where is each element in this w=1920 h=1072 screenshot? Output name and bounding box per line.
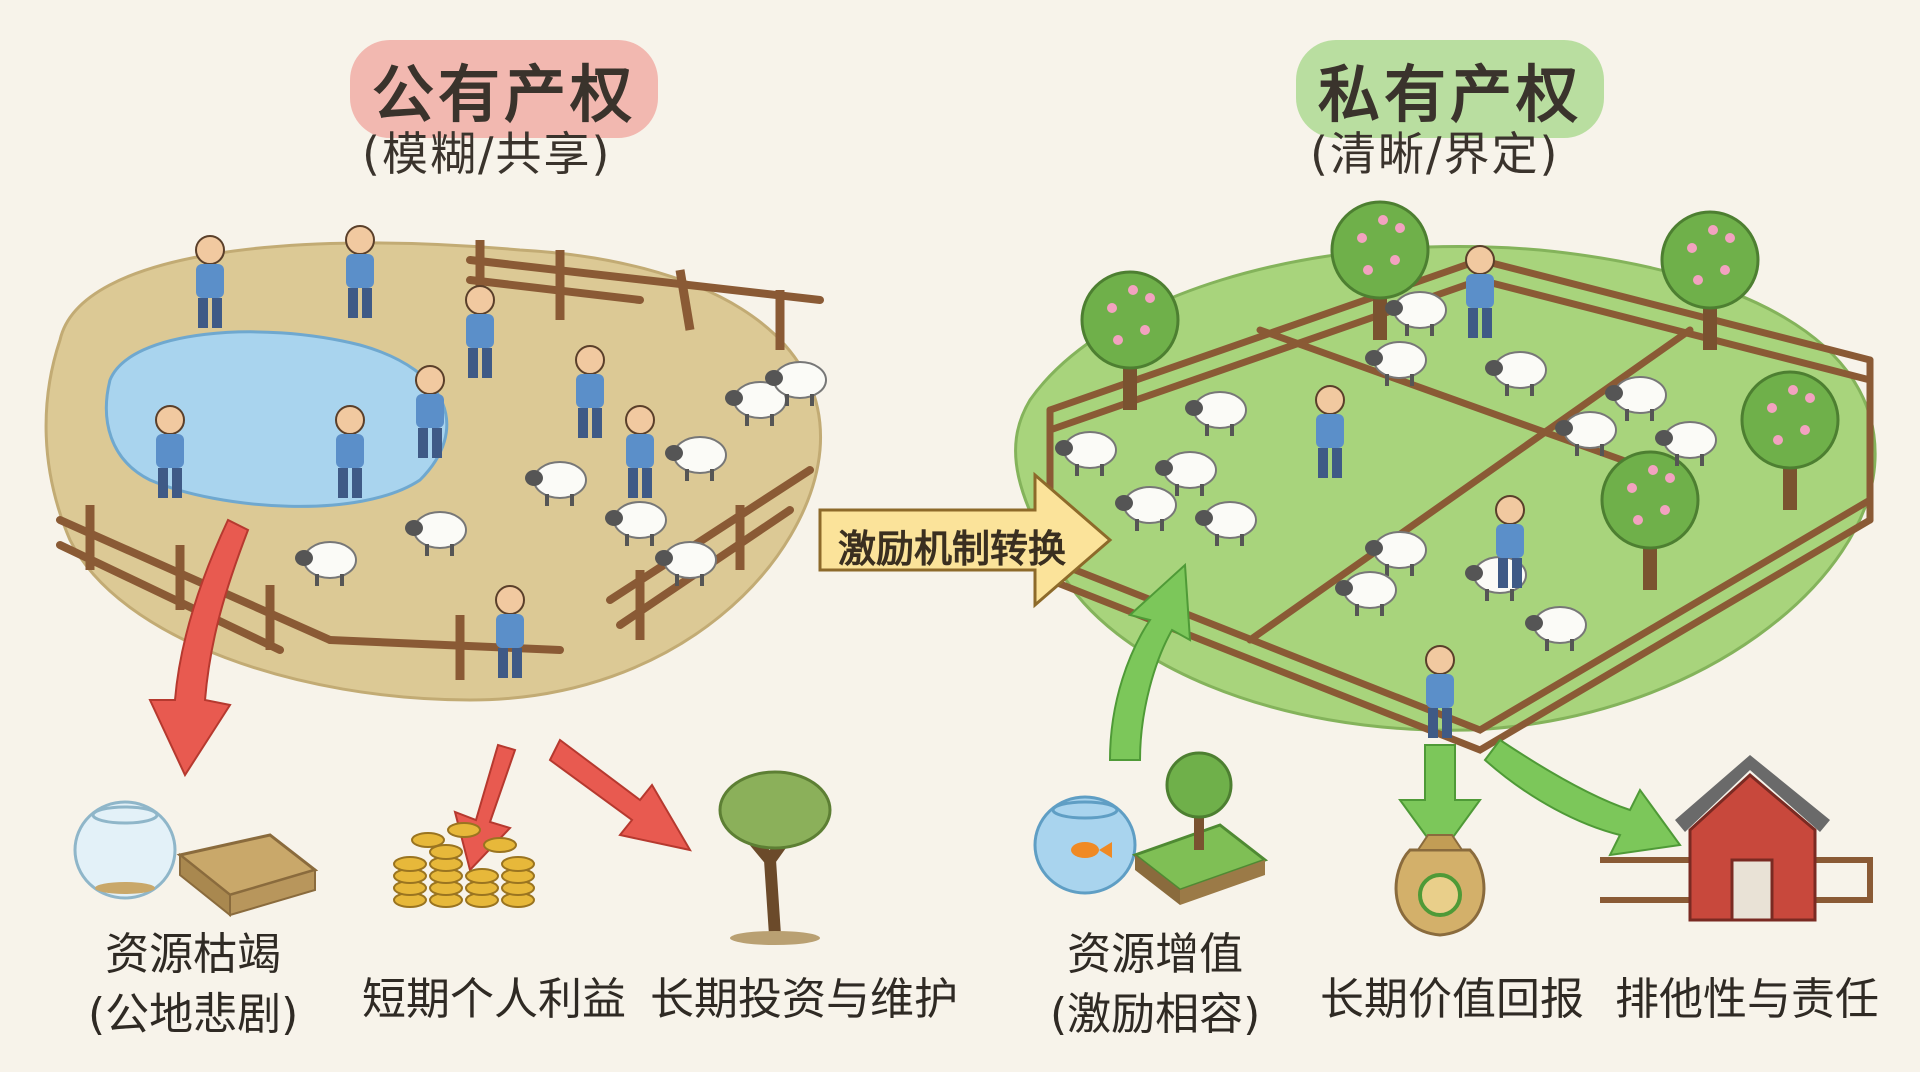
right-title: 私有产权 <box>1296 40 1605 138</box>
private-land <box>1014 200 1877 754</box>
left-outcome-3: 长期投资与维护 <box>650 974 958 1025</box>
right-outcome-3: 排他性与责任 <box>1615 974 1879 1025</box>
fishbowl-with-fish-icon <box>1033 795 1137 895</box>
incentive-arrow-label: 激励机制转换 <box>838 527 1067 571</box>
incentive-arrow <box>818 471 1113 609</box>
right-outcome-1: 资源增值 (激励相容) <box>1050 925 1260 1045</box>
withered-tree-icon <box>718 770 832 945</box>
common-land <box>44 225 827 702</box>
left-outcome-1: 资源枯竭 (公地悲剧) <box>88 925 298 1045</box>
red-barn-icon <box>1600 755 1873 922</box>
green-arrows <box>1108 562 1682 857</box>
left-title: 公有产权 <box>350 40 659 138</box>
right-outcome-1-line2: (激励相容) <box>1050 989 1261 1040</box>
money-bag-icon <box>1394 834 1486 937</box>
coin-stack-icon <box>393 822 535 908</box>
right-outcome-2: 长期价值回报 <box>1320 974 1584 1025</box>
right-subtitle: (清晰/界定) <box>1310 127 1560 181</box>
left-outcome-2: 短期个人利益 <box>362 974 626 1025</box>
empty-fishbowl-icon <box>73 800 177 900</box>
left-outcome-1-line2: (公地悲剧) <box>88 989 299 1040</box>
dry-soil-icon <box>176 833 319 918</box>
left-outcome-1-line1: 资源枯竭 <box>105 929 282 980</box>
growing-tree-soil-icon <box>1131 751 1269 905</box>
right-outcome-1-line1: 资源增值 <box>1067 929 1244 980</box>
left-subtitle: (模糊/共享) <box>362 127 612 181</box>
